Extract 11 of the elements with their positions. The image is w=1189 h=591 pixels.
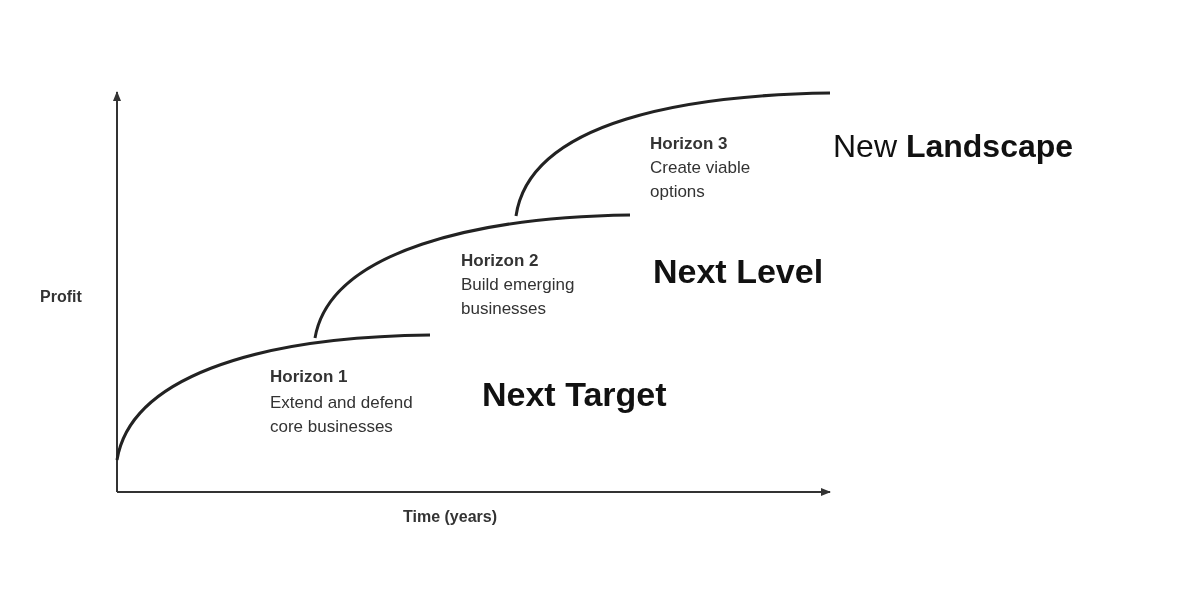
stage-label: Next Target	[482, 375, 667, 414]
horizon-description: Extend and defend core businesses	[270, 392, 414, 438]
horizon-description: Build emerging businesses	[461, 274, 576, 320]
horizon-title: Horizon 1	[270, 367, 348, 387]
horizon-title: Horizon 3	[650, 134, 728, 154]
stage-label: New Landscape	[833, 128, 1074, 165]
axis-label: Profit	[40, 288, 82, 306]
horizon-description: Create viable options	[650, 157, 752, 203]
axis-label: Time (years)	[403, 508, 497, 526]
stage-label: Next Level	[653, 252, 824, 291]
horizon-title: Horizon 2	[461, 251, 539, 271]
